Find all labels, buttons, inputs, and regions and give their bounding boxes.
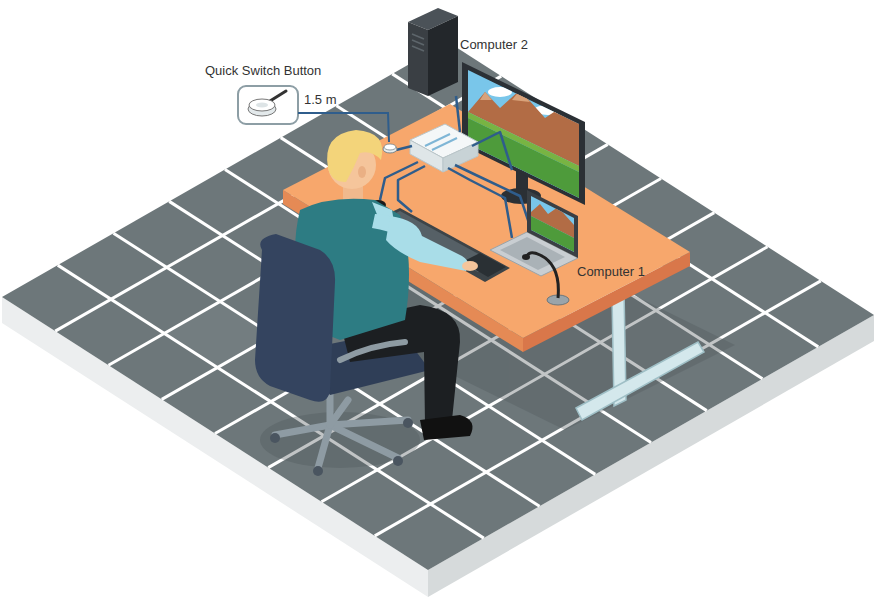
cable-part [396, 146, 412, 150]
button-inset-part [270, 91, 286, 101]
quick-switch-button-part [384, 144, 396, 150]
microphone-part [527, 253, 558, 298]
desk [283, 104, 690, 352]
tower-computer-part [412, 46, 424, 51]
monitor [462, 62, 585, 205]
monitor-part [462, 62, 585, 205]
kvm-switch [410, 124, 478, 172]
laptop-part [531, 196, 574, 252]
laptop-part-part [531, 216, 574, 252]
floor-shadow-part [260, 412, 420, 468]
tower-computer-part [412, 40, 424, 45]
chair-backrest-part [340, 342, 405, 360]
callout-label: 1.5 m [304, 92, 337, 107]
chair-backrest [255, 234, 405, 402]
office-chair-part-part [403, 418, 413, 428]
monitor-part [468, 87, 579, 198]
microphone [522, 253, 569, 305]
person-part [327, 130, 382, 182]
button-inset-part [249, 99, 275, 111]
cable-part [380, 162, 418, 200]
monitor-part-part [480, 92, 492, 100]
monitor-part-part [512, 90, 530, 102]
tower-computer-part [408, 22, 428, 96]
callout-label: Computer 1 [577, 264, 645, 279]
keyboard-part [462, 253, 506, 277]
person-part [386, 216, 468, 271]
tower-computer [408, 8, 458, 96]
cable-part [455, 165, 532, 232]
floor-tiles-part [2, 42, 874, 570]
person-part [420, 415, 472, 440]
office-chair-part-part [393, 456, 403, 466]
chair-backrest-part [255, 234, 335, 402]
monitor-part-part [468, 118, 579, 198]
cable-part [448, 168, 512, 238]
microphone-part [522, 254, 530, 260]
laptop-part [531, 204, 574, 252]
office-chair-part-part [270, 433, 280, 443]
office-chair-part-part [330, 425, 398, 458]
callout-label: Quick Switch Button [205, 63, 321, 78]
button-inset-part [256, 103, 268, 108]
kvm-switch-part [432, 138, 457, 150]
floor-tiles [2, 42, 874, 570]
office-chair-part [270, 418, 413, 476]
cable-part [456, 96, 460, 132]
office-chair-part-part [313, 466, 323, 476]
monitor-part-part [488, 87, 512, 97]
desk-frame-part [576, 342, 704, 420]
cable-part [472, 132, 512, 170]
floor-tiles-part [2, 42, 874, 570]
button-inset-part [238, 86, 298, 124]
cable-part [398, 166, 425, 212]
person-part [462, 261, 478, 271]
tower-computer-part [412, 34, 424, 39]
tower-computer-part [428, 16, 458, 96]
office-chair-part [275, 392, 408, 468]
laptop-part [527, 190, 578, 258]
office-chair-part-part [318, 425, 330, 468]
callout-label: Computer 2 [460, 37, 528, 52]
office-chair-part-part [330, 420, 408, 425]
quick-switch-button-part [383, 145, 397, 153]
laptop [490, 190, 578, 276]
person-part [358, 166, 366, 178]
leader-line [298, 113, 389, 142]
office-chair-part-part [275, 425, 330, 435]
quick-switch-button [383, 144, 397, 153]
button-inset [238, 86, 298, 124]
